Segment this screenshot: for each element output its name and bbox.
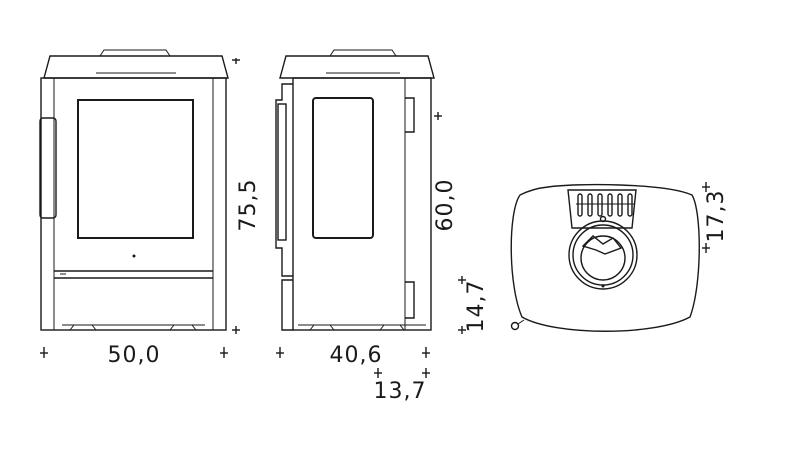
front-width-label: 50,0 <box>108 343 161 368</box>
side-depth-dimension-line <box>276 347 430 358</box>
top-offset-label: 17,3 <box>704 190 729 243</box>
side-height-dimension-line <box>434 112 442 120</box>
side-view <box>275 49 435 331</box>
front-height-dimension-line <box>232 58 240 334</box>
side-offset-label: 13,7 <box>374 379 427 404</box>
front-height-label: 75,5 <box>236 179 261 232</box>
side-bottom-dimension-line <box>458 276 466 334</box>
side-offset-dimension-line <box>374 368 430 378</box>
side-bottom-height-label: 14,7 <box>464 280 489 333</box>
side-depth-label: 40,6 <box>330 343 383 368</box>
front-width-dimension-line <box>40 347 228 358</box>
front-view <box>39 49 229 331</box>
vent-slots <box>576 193 634 217</box>
top-view <box>510 183 700 332</box>
side-height-label: 60,0 <box>433 179 458 232</box>
top-offset-dimension-line <box>702 182 710 253</box>
